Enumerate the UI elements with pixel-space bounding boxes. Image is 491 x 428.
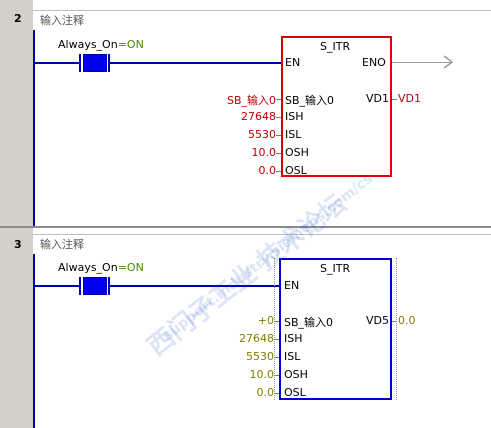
network-2-eno-arrow-icon bbox=[443, 55, 454, 69]
network-3-gutter bbox=[0, 228, 33, 428]
network-3-contact-always-on[interactable] bbox=[83, 277, 107, 295]
network-3-s-itr-block[interactable] bbox=[279, 258, 392, 400]
network-3-pin-out: VD5 bbox=[366, 314, 389, 327]
network-3-value-osl[interactable]: 0.0 bbox=[256, 386, 275, 399]
network-2-s-itr-block[interactable] bbox=[281, 36, 392, 177]
network-3-comment[interactable]: 输入注释 bbox=[40, 238, 84, 251]
network-2-pin-osl: OSL bbox=[285, 164, 307, 177]
network-3-tick-osh bbox=[274, 375, 279, 376]
network-3-header-line bbox=[33, 234, 491, 235]
network-2-wire-contact-block bbox=[110, 62, 281, 64]
network-3-pin-osl: OSL bbox=[284, 386, 306, 399]
network-2-value-in[interactable]: SB_输入0 bbox=[226, 94, 276, 107]
network-2-header-line bbox=[33, 10, 491, 11]
network-3-tick-osl bbox=[274, 393, 279, 394]
network-2-pin-osh: OSH bbox=[285, 146, 309, 159]
network-3-value-in[interactable]: +0 bbox=[257, 314, 274, 327]
network-2-tick-ish bbox=[276, 117, 281, 118]
network-2-comment[interactable]: 输入注释 bbox=[40, 14, 84, 27]
network-3-value-ish[interactable]: 27648 bbox=[239, 332, 274, 345]
network-2-eno-wire bbox=[392, 62, 452, 63]
network-2-pin-isl: ISL bbox=[285, 128, 302, 141]
network-3-value-osh[interactable]: 10.0 bbox=[249, 368, 275, 381]
network-3-pin-isl: ISL bbox=[284, 350, 301, 363]
network-2-contact-label[interactable]: Always_On=ON bbox=[58, 38, 144, 51]
network-3-tick-ish bbox=[274, 339, 279, 340]
network-3-tick-in bbox=[274, 321, 279, 322]
network-2-contact-left-bar bbox=[79, 54, 81, 72]
network-3-number: 3 bbox=[14, 238, 22, 251]
network-separator bbox=[0, 226, 491, 228]
network-2-value-osh[interactable]: 10.0 bbox=[251, 146, 277, 159]
network-2-pin-out: VD1 bbox=[366, 92, 389, 105]
network-3-power-rail bbox=[33, 254, 35, 428]
network-2-contact-right-bar bbox=[108, 54, 110, 72]
network-2-block-title: S_ITR bbox=[320, 40, 351, 53]
network-3-wire-contact-block bbox=[110, 285, 281, 287]
network-2-value-ish[interactable]: 27648 bbox=[241, 110, 276, 123]
network-2-value-osl[interactable]: 0.0 bbox=[258, 164, 277, 177]
network-3-block-dotted-left bbox=[274, 258, 275, 400]
network-2-pin-en: EN bbox=[285, 56, 301, 69]
network-3-pin-ish: ISH bbox=[284, 332, 303, 345]
network-2-tick-osl bbox=[276, 171, 281, 172]
network-2-pin-in: SB_输入0 bbox=[285, 94, 335, 107]
network-2-value-isl[interactable]: 5530 bbox=[248, 128, 276, 141]
network-3-block-title: S_ITR bbox=[320, 262, 351, 275]
network-3-pin-osh: OSH bbox=[284, 368, 308, 381]
network-2-tick-osh bbox=[276, 153, 281, 154]
network-2-tick-in bbox=[276, 99, 281, 100]
network-3-tick-isl bbox=[274, 357, 279, 358]
network-2-wire-rail-contact bbox=[35, 62, 79, 64]
network-3-contact-right-bar bbox=[108, 277, 110, 295]
network-2-gutter bbox=[0, 0, 33, 226]
network-3-contact-label[interactable]: Always_On=ON bbox=[58, 261, 144, 274]
network-3-wire-rail-contact bbox=[35, 285, 79, 287]
network-2-value-out[interactable]: VD1 bbox=[398, 92, 421, 105]
network-3-pin-en: EN bbox=[284, 279, 300, 292]
network-2-number: 2 bbox=[14, 12, 22, 25]
network-2-contact-always-on[interactable] bbox=[83, 54, 107, 72]
network-2-tick-out bbox=[392, 99, 397, 100]
network-2-tick-isl bbox=[276, 135, 281, 136]
network-3-value-out[interactable]: 0.0 bbox=[398, 314, 416, 327]
network-2-pin-ish: ISH bbox=[285, 110, 304, 123]
network-2-pin-eno: ENO bbox=[362, 56, 386, 69]
network-3-contact-left-bar bbox=[79, 277, 81, 295]
network-3-pin-in: SB_输入0 bbox=[284, 316, 334, 329]
network-3-block-dotted-right bbox=[396, 258, 397, 400]
network-2-power-rail bbox=[33, 30, 35, 226]
network-3-tick-out bbox=[392, 321, 397, 322]
network-3-value-isl[interactable]: 5530 bbox=[246, 350, 274, 363]
